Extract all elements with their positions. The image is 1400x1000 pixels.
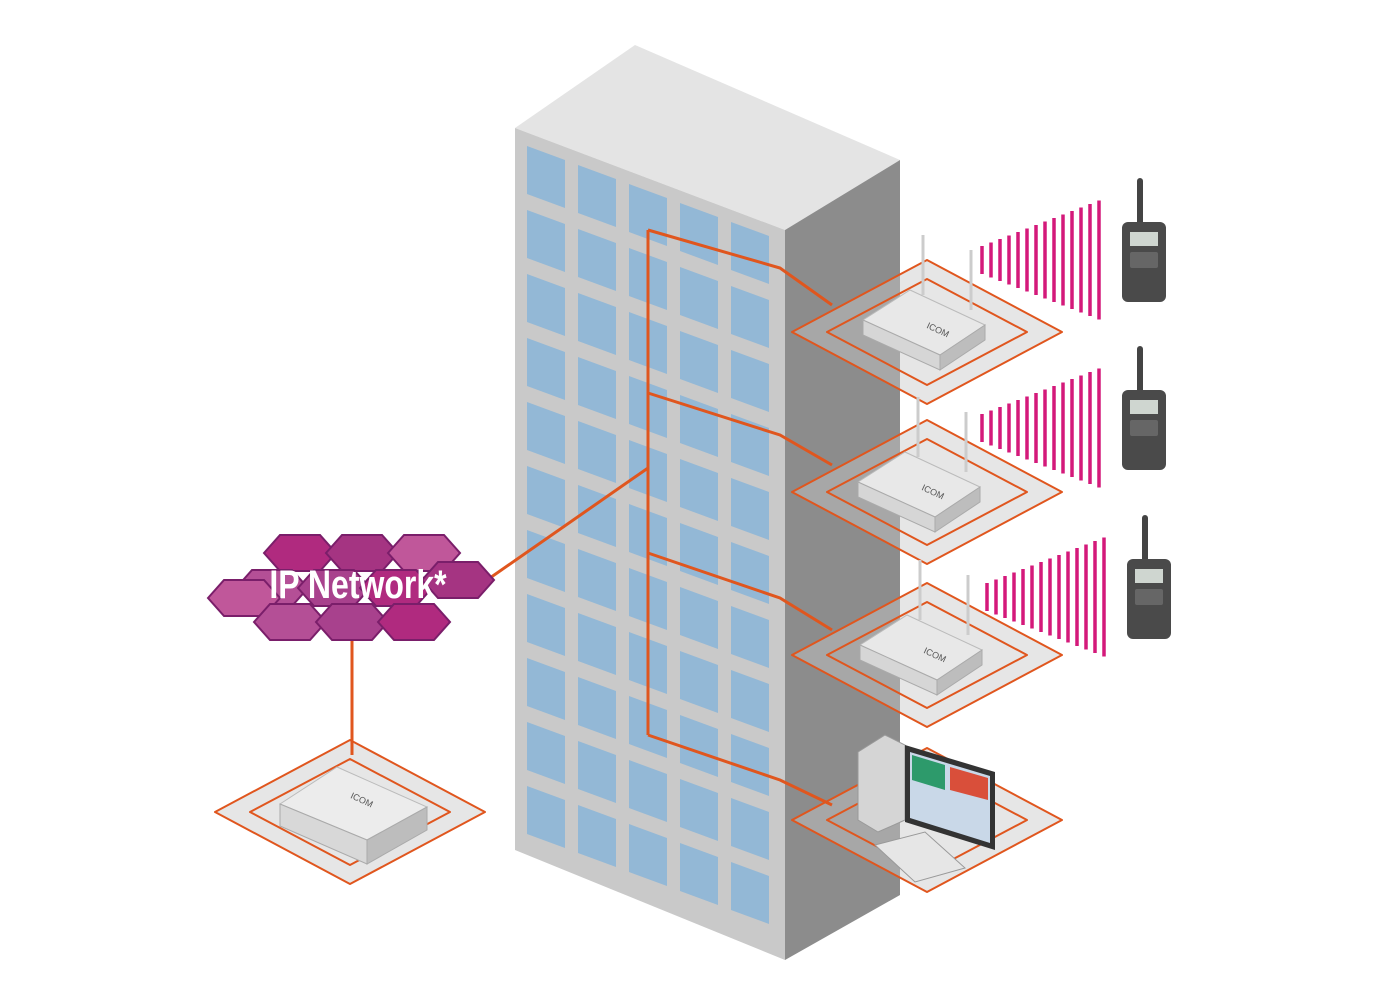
window (527, 466, 565, 528)
link-ap-1 (647, 228, 833, 307)
window (680, 459, 718, 521)
network-hexagon (376, 603, 452, 641)
radio-waves (980, 200, 1101, 320)
window (731, 222, 769, 284)
network-hexagon (206, 579, 282, 617)
window (680, 843, 718, 905)
window (527, 594, 565, 656)
platform-inner-ring (826, 601, 1028, 709)
window (578, 805, 616, 867)
router-side (939, 324, 986, 371)
window (680, 523, 718, 585)
window (731, 606, 769, 668)
window (527, 146, 565, 208)
radio-antenna (1142, 515, 1148, 565)
window (578, 613, 616, 675)
window (527, 402, 565, 464)
gateway-side (366, 806, 428, 865)
window (578, 485, 616, 547)
radio-display (1130, 400, 1158, 414)
window (629, 760, 667, 822)
wireless-router-icon: ICOM (858, 560, 984, 696)
building-top (515, 45, 900, 230)
two-way-radio-icon (1122, 178, 1166, 302)
window (527, 786, 565, 848)
window (578, 229, 616, 291)
link-pc (647, 733, 833, 807)
radio-waves (980, 368, 1101, 488)
window (527, 338, 565, 400)
desktop-computer-icon (857, 734, 995, 883)
link-ip-network (486, 466, 649, 582)
building (515, 45, 900, 960)
window (731, 286, 769, 348)
pc-tower (857, 734, 906, 833)
window (527, 722, 565, 784)
screen-panel (912, 755, 945, 790)
radio-keypad (1135, 589, 1163, 605)
radio-antenna (1137, 178, 1143, 228)
window (680, 267, 718, 329)
window (731, 734, 769, 796)
window (680, 779, 718, 841)
window (527, 658, 565, 720)
window (731, 542, 769, 604)
window (680, 203, 718, 265)
wireless-router-icon: ICOM (861, 235, 987, 371)
platform-inner-ring (249, 758, 451, 866)
window (578, 421, 616, 483)
window (578, 293, 616, 355)
window (578, 165, 616, 227)
ip-network-cloud (206, 534, 496, 641)
window (680, 395, 718, 457)
router-side (934, 486, 981, 533)
platform-inner-ring (826, 438, 1028, 546)
keyboard (873, 831, 967, 883)
network-links (350, 228, 833, 807)
radio-keypad (1130, 420, 1158, 436)
router-side (936, 649, 983, 696)
radio-display (1135, 569, 1163, 583)
window (578, 677, 616, 739)
wireless-router-icon: ICOM (856, 397, 982, 533)
platform-inner-ring (826, 278, 1028, 386)
window (578, 741, 616, 803)
two-way-radio-icon (1127, 515, 1171, 639)
radio-waves (985, 537, 1106, 657)
window (578, 549, 616, 611)
radio-antenna (1137, 346, 1143, 396)
window (527, 274, 565, 336)
window (578, 357, 616, 419)
two-way-radio-icon (1122, 346, 1166, 470)
window (629, 184, 667, 246)
window (731, 350, 769, 412)
window (680, 331, 718, 393)
window (731, 478, 769, 540)
link-ap-2 (647, 391, 833, 467)
window (731, 798, 769, 860)
ip-network-label: IP Network* (269, 562, 447, 607)
window (680, 587, 718, 649)
window (680, 651, 718, 713)
radio-display (1130, 232, 1158, 246)
window (629, 824, 667, 886)
network-hexagon (420, 561, 496, 599)
window (527, 210, 565, 272)
radio-keypad (1130, 252, 1158, 268)
window (680, 715, 718, 777)
window (731, 670, 769, 732)
screen-panel (950, 767, 988, 800)
window (731, 862, 769, 924)
link-ap-3 (647, 551, 833, 632)
gateway-box-icon: ICOM (278, 766, 429, 865)
